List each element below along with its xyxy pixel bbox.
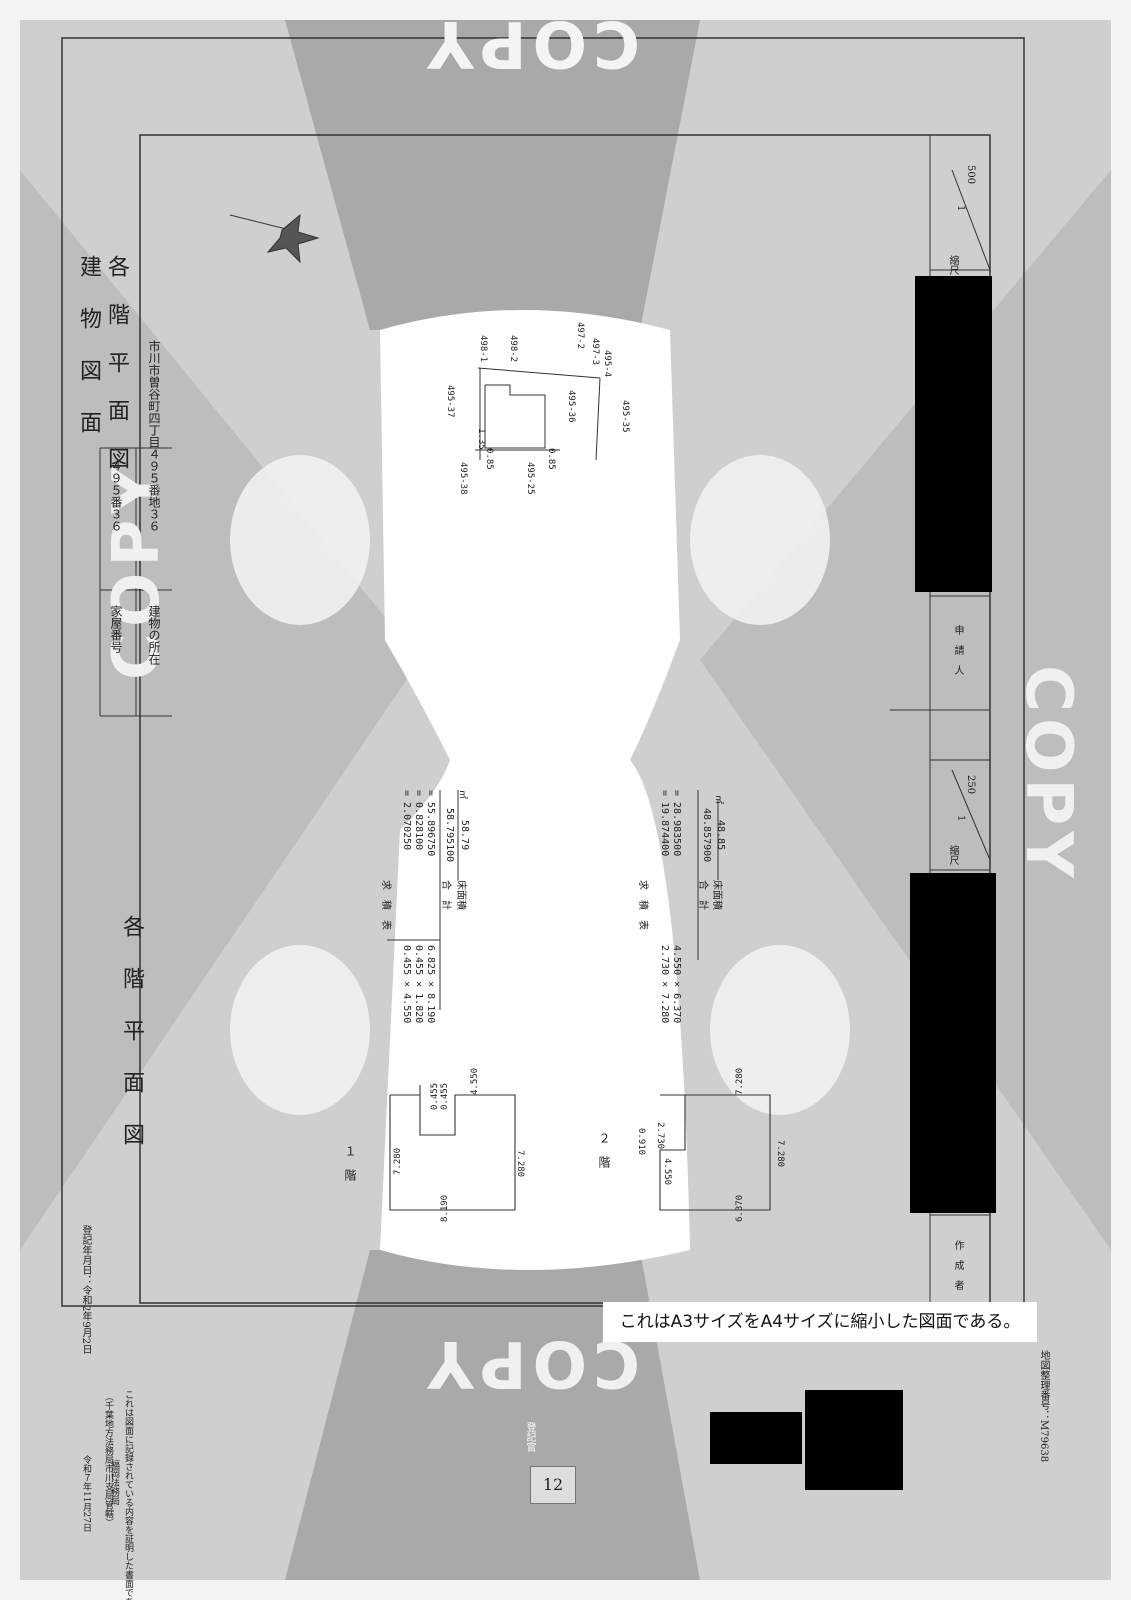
lot-label: 498-2 bbox=[508, 335, 518, 363]
floor2-dimension: 7.280 bbox=[775, 1140, 785, 1168]
copy-watermark-top: COPY bbox=[421, 6, 640, 80]
scale-mid-den: 250 bbox=[965, 775, 976, 795]
floor-plan-title: 各 階 平 面 図 bbox=[119, 915, 144, 1149]
floor2-row-result: = 28.983500 bbox=[671, 790, 682, 857]
scale-top-label: 縮尺 bbox=[947, 255, 958, 275]
certification-office: 福岡法務局 bbox=[109, 1460, 119, 1505]
redacted-author-block bbox=[910, 873, 996, 1213]
floor1-row-result: = 0.828100 bbox=[413, 790, 424, 851]
document-title-line1: 建 物 図 面 bbox=[76, 255, 101, 437]
floor2-row-result: = 19.874400 bbox=[659, 790, 670, 857]
map-id: 地図整理番号：M79638 bbox=[1038, 1350, 1049, 1463]
site-dimension: 0.85 bbox=[546, 448, 556, 470]
floor1-dimension: 7.280 bbox=[515, 1150, 525, 1178]
location-label: 建物の所在 bbox=[147, 605, 161, 665]
location-value: 市川市曽谷町四丁目４９５番地３６ bbox=[147, 340, 161, 532]
site-dimension: 1.35 bbox=[476, 428, 486, 450]
floor1-dimension: 0.455 bbox=[430, 1082, 440, 1110]
floor2-dimension: 4.550 bbox=[662, 1158, 672, 1186]
floor2-dimension: 7.280 bbox=[735, 1067, 745, 1095]
floor2-area-unit: ㎡ bbox=[713, 795, 723, 805]
floor1-row-expr: 6.825 × 8.190 bbox=[425, 945, 436, 1024]
floor2-total-label: 合 計 bbox=[697, 880, 708, 910]
lot-label: 495-35 bbox=[620, 400, 630, 433]
author-label: 作 成 者 bbox=[952, 1240, 963, 1290]
floor2-total-value: 48.857900 bbox=[701, 808, 712, 863]
floor1-area-unit: ㎡ bbox=[457, 790, 467, 800]
floor1-total-value: 58.795100 bbox=[444, 808, 455, 863]
floor1-total-label: 合 計 bbox=[440, 880, 451, 910]
scale-mid-label: 縮尺 bbox=[947, 845, 958, 865]
floor2-label: ２ 階 bbox=[597, 1132, 611, 1168]
floor1-row-result: = 2.070250 bbox=[401, 790, 412, 851]
floor2-row-expr: 4.550 × 6.370 bbox=[671, 945, 682, 1024]
scale-mid-num: 1 bbox=[955, 815, 966, 822]
site-dimension: 0.85 bbox=[484, 448, 494, 470]
scale-top-num: 1 bbox=[955, 205, 966, 212]
floor1-dimension: 8.190 bbox=[440, 1194, 450, 1222]
scale-top-den: 500 bbox=[965, 165, 976, 185]
floor2-table-title: 求 積 表 bbox=[637, 880, 648, 930]
page-number: 12 bbox=[530, 1466, 576, 1504]
house-number-value: ４９５番３６ bbox=[109, 460, 123, 532]
floor1-row-result: = 55.896750 bbox=[425, 790, 436, 857]
house-number-label: 家屋番号 bbox=[109, 605, 123, 653]
floor2-dimension: 6.370 bbox=[735, 1194, 745, 1222]
certification-jurisdiction: （千葉地方法務局市川支局管轄） bbox=[103, 1392, 113, 1527]
lot-label: 495-38 bbox=[458, 462, 468, 495]
applicant-label: 申 請 人 bbox=[952, 625, 963, 675]
north-arrow-icon bbox=[229, 213, 320, 264]
redacted-applicant-block bbox=[915, 276, 992, 592]
lot-label: 495-25 bbox=[525, 462, 535, 495]
certification-statement: これは図面に記録されている内容を証明した書面である。 bbox=[123, 1390, 133, 1600]
floor2-floor-area-value: 48.85 bbox=[715, 820, 726, 851]
lot-label: 497-3 bbox=[590, 338, 600, 366]
registrar-seal: 登記官 bbox=[524, 1422, 535, 1452]
lot-label: 495-37 bbox=[445, 385, 455, 418]
floor1-dimension: 0.455 bbox=[440, 1082, 450, 1110]
document-title-line2: 各 階 平 面 図 bbox=[104, 255, 129, 471]
reduction-note: これはA3サイズをA4サイズに縮小した図面である。 bbox=[603, 1302, 1037, 1342]
floor2-row-expr: 2.730 × 7.280 bbox=[659, 945, 670, 1024]
floor1-label: １ 階 bbox=[343, 1145, 357, 1181]
lot-label: 495-4 bbox=[602, 350, 612, 378]
floor1-floor-area-label: 床面積 bbox=[455, 880, 466, 910]
floor1-row-expr: 0.455 × 4.550 bbox=[401, 945, 412, 1024]
redacted-seal-small bbox=[710, 1412, 802, 1464]
lot-label: 498-1 bbox=[478, 335, 488, 363]
redacted-seal-large bbox=[805, 1390, 903, 1490]
floor1-floor-area-value: 58.79 bbox=[459, 820, 470, 851]
floor2-floor-area-label: 床面積 bbox=[711, 880, 722, 910]
copy-watermark-right: COPY bbox=[1011, 665, 1085, 884]
floor2-dimension: 0.910 bbox=[636, 1128, 646, 1156]
registration-date: 登記年月日：令和2年9月2日 bbox=[80, 1225, 91, 1355]
floor1-table-title: 求 積 表 bbox=[380, 880, 391, 930]
floor1-dimension: 7.280 bbox=[393, 1147, 403, 1175]
floor2-dimension: 2.730 bbox=[655, 1122, 665, 1150]
lot-label: 497-2 bbox=[575, 322, 585, 350]
certification-date: 令和７年11月27日 bbox=[81, 1455, 91, 1532]
floor1-row-expr: 0.455 × 1.820 bbox=[413, 945, 424, 1024]
lot-label: 495-36 bbox=[566, 390, 576, 423]
floor1-dimension: 4.550 bbox=[470, 1067, 480, 1095]
